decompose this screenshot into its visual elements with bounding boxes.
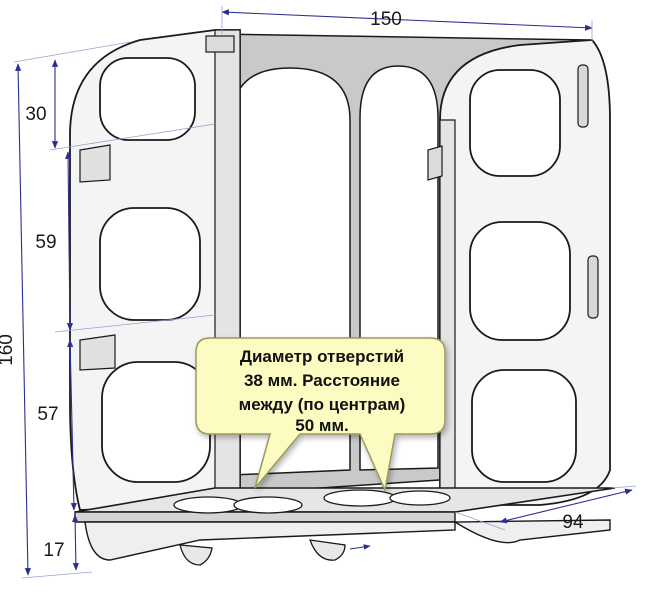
dimension-lines [13, 6, 637, 579]
shelf-hole [323, 489, 397, 507]
left-window-bottom [101, 361, 211, 483]
callout-line-2: 38 мм. Расстояние [244, 371, 400, 390]
right-window-bottom [471, 369, 577, 483]
right-side-panel [427, 39, 611, 506]
dim-label-section-base: 17 [43, 540, 64, 561]
callout-line-3: между (по центрам) [239, 395, 406, 414]
dim-label-depth: 94 [562, 512, 584, 533]
left-window-middle [99, 207, 201, 321]
callout-line-1: Диаметр отверстий [240, 347, 404, 366]
note-callout [195, 337, 446, 493]
base-shelf [74, 487, 616, 566]
left-window-top [99, 57, 196, 141]
shelf-hole [173, 496, 243, 514]
shelf-hole [389, 490, 451, 506]
callout-line-4: 50 мм. [295, 416, 349, 435]
dim-label-section-top: 30 [25, 104, 46, 125]
right-window-top [469, 69, 561, 177]
dim-label-width: 150 [370, 9, 402, 30]
dim-label-height-total: 160 [0, 334, 17, 366]
dim-label-section-lower: 57 [37, 404, 58, 425]
left-side-panel [69, 29, 241, 511]
shelf-hole [233, 496, 303, 514]
dim-label-section-middle: 59 [35, 232, 56, 253]
right-window-middle [469, 221, 571, 341]
